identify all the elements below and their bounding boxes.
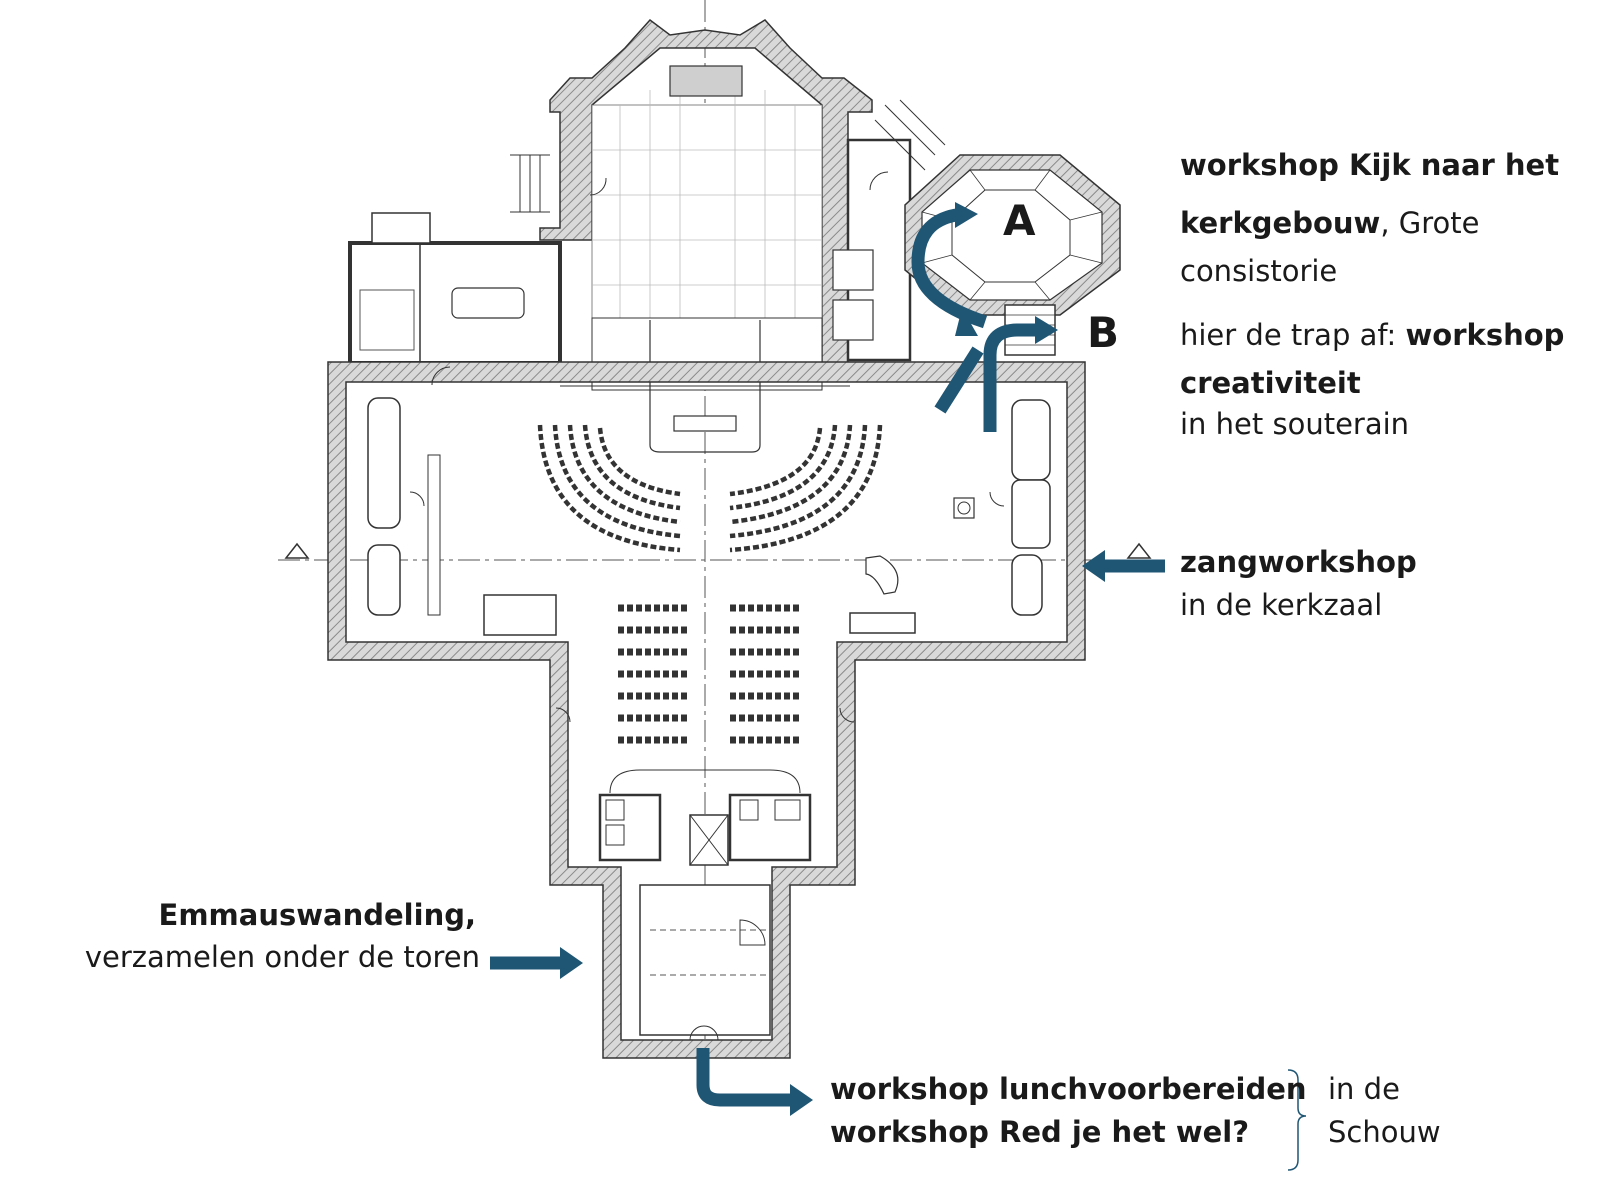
label-workshops-schouw: workshop lunchvoorbereiden workshop Red … — [830, 1072, 1307, 1150]
label-workshop-red-je-het-wel: workshop Red je het wel? — [830, 1114, 1250, 1149]
arrow-to-kerkzaal-head — [1082, 550, 1105, 582]
arrow-to-souterrain — [983, 323, 1035, 432]
label-in-de-schouw-line2: Schouw — [1328, 1114, 1441, 1149]
arrow-to-souterrain-head — [1035, 316, 1058, 344]
label-workshop-creativiteit-line2: creativiteit — [1180, 365, 1361, 400]
label-in-de-schouw-line1: in de — [1328, 1072, 1400, 1106]
label-zangworkshop: zangworkshop in de kerkzaal — [1180, 545, 1417, 623]
label-workshop-kijk: workshop Kijk naar het kerkgebouw, Grote… — [1180, 148, 1559, 288]
label-workshop-creativiteit: hier de trap af: workshop creativiteit i… — [1180, 318, 1564, 441]
marker-b: B — [1087, 308, 1120, 357]
label-zangworkshop-line1: zangworkshop — [1180, 545, 1417, 579]
label-workshop-lunch: workshop lunchvoorbereiden — [830, 1072, 1307, 1106]
label-emmauswandeling-line2: verzamelen onder de toren — [84, 939, 480, 974]
label-workshop-creativiteit-line3: in het souterain — [1180, 406, 1410, 441]
label-workshop-kijk-line3: consistorie — [1180, 253, 1338, 288]
label-workshop-kijk-line1: workshop Kijk naar het — [1180, 148, 1560, 182]
label-emmauswandeling: Emmauswandeling, verzamelen onder de tor… — [60, 898, 480, 975]
curly-bracket — [1287, 1069, 1307, 1171]
arrow-to-tower-head — [560, 947, 583, 979]
arrow-to-stairs-diagonal — [934, 346, 984, 414]
label-workshop-kijk-line2: kerkgebouw, Grote — [1180, 205, 1480, 240]
arrow-to-stairs-diagonal-head — [955, 308, 978, 336]
label-zangworkshop-line2: in de kerkzaal — [1180, 587, 1383, 622]
main-hall-walls — [327, 361, 1086, 1059]
marker-a: A — [1003, 196, 1036, 245]
arrow-to-consistorie — [911, 208, 988, 329]
label-emmauswandeling-line1: Emmauswandeling, — [158, 898, 476, 932]
arrow-to-schouw — [696, 1048, 790, 1107]
route-arrows — [490, 202, 1165, 1116]
arrow-to-consistorie-head — [955, 202, 978, 228]
label-workshop-creativiteit-line1: hier de trap af: workshop — [1180, 318, 1565, 352]
label-in-de-schouw: in de Schouw — [1328, 1072, 1441, 1150]
arrow-to-schouw-head — [790, 1084, 813, 1116]
